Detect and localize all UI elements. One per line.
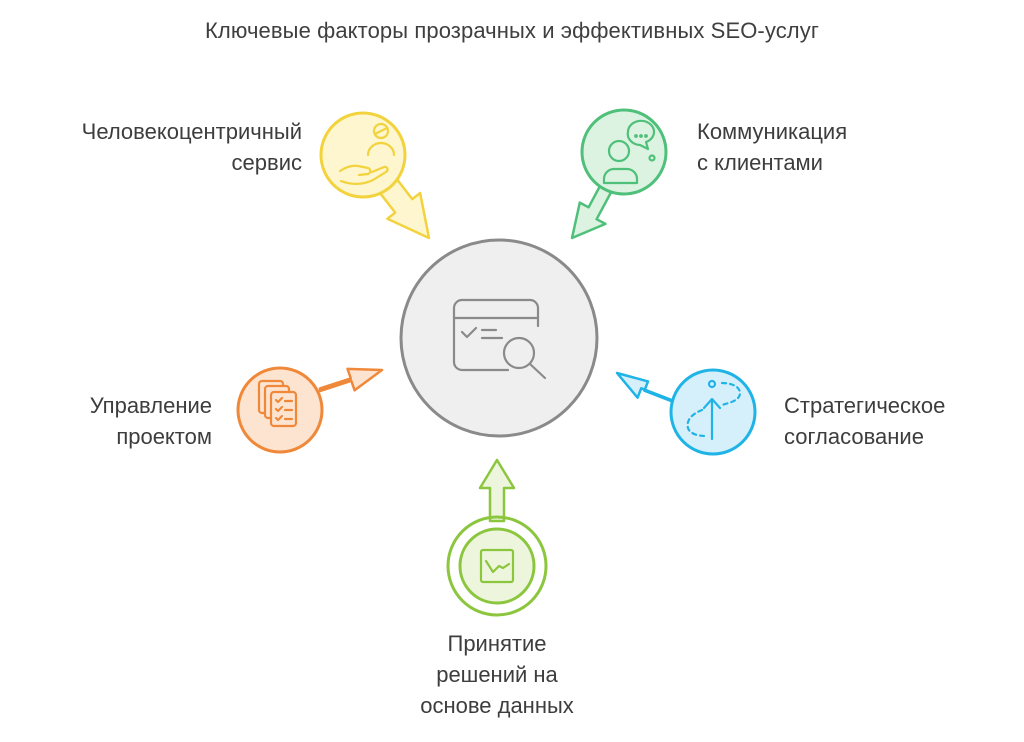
path-arrow-icon [686, 379, 742, 441]
line-chart-icon [479, 548, 515, 584]
label-data-driven-decisions: Принятие решений на основе данных [420, 631, 574, 718]
data-search-icon [452, 298, 547, 380]
label-project-management: Управление проектом [89, 393, 212, 449]
central-hub [399, 238, 599, 438]
document-checklist-icon [257, 379, 298, 428]
factor-data-driven-decisions [446, 458, 548, 617]
diagram-title: Ключевые факторы прозрачных и эффективны… [205, 18, 819, 43]
label-client-communication: Коммуникация с клиентами [697, 119, 848, 175]
label-human-centric: Человекоцентричный сервис [81, 119, 302, 175]
factor-client-communication [570, 108, 668, 240]
person-chat-icon [602, 119, 656, 185]
hand-with-person-icon [338, 122, 396, 185]
factor-project-management [236, 366, 384, 454]
factor-strategic-alignment [615, 368, 757, 456]
factor-human-centric [319, 111, 431, 240]
label-strategic-alignment: Стратегическое согласование [784, 393, 946, 449]
